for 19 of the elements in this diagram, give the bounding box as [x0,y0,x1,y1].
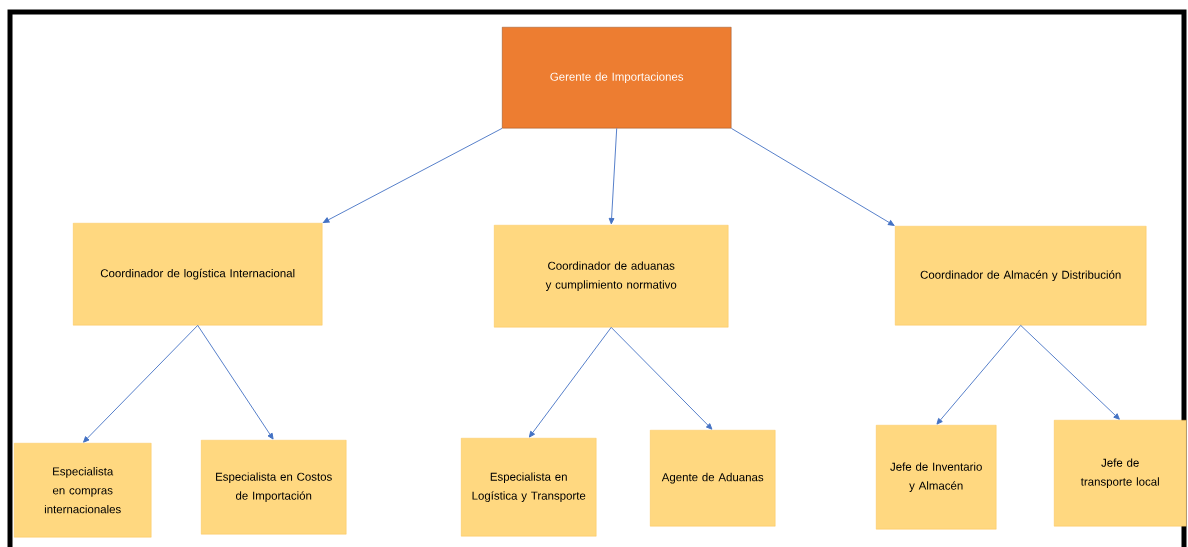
arrow [322,127,503,223]
role-box: Especialista en Logística y Transporte [461,438,597,537]
arrow [936,324,1022,425]
arrow [730,127,895,226]
arrow [197,324,274,440]
role-box: Coordinador de Almacén y Distribución [895,226,1147,326]
arrow [83,324,199,443]
role-box: Especialista en compras internacionales [14,443,152,538]
role-box: Coordinador de aduanas y cumplimiento normativo [494,225,729,328]
arrow [528,326,612,438]
role-box: Agente de Aduanas [650,430,776,527]
role-box: Coordinador de logística Internacional [73,223,323,326]
arrow [608,127,618,225]
manager-box: Gerente de Importaciones [502,27,732,129]
role-box: Jefe de Inventario y Almacén [876,425,997,530]
role-box: Jefe de transporte local [1054,420,1187,527]
arrow [1020,324,1120,420]
arrow [610,326,713,430]
role-box: Especialista en Costos de Importación [201,440,347,535]
